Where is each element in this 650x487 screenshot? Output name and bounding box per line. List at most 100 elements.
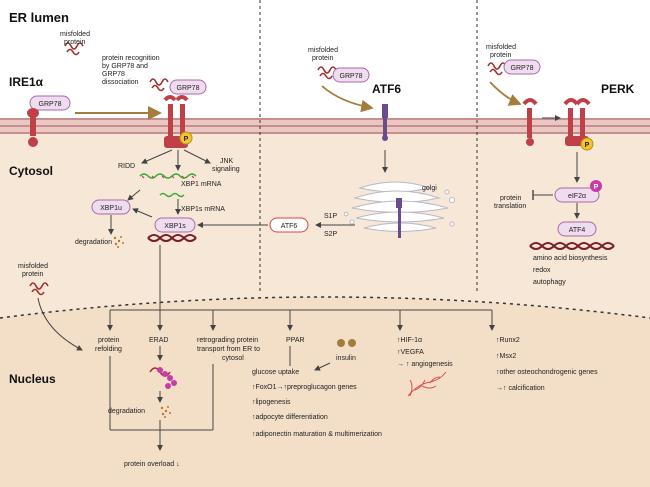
insulin-label: insulin <box>336 355 356 362</box>
xbp1s-mrna-label: XBP1s mRNA <box>181 206 225 213</box>
s1p-label: S1P <box>324 213 338 220</box>
retrograding-label-2: transport from ER to <box>197 346 260 353</box>
xbp1s-mrna-strand <box>159 192 185 198</box>
protein-translation-label-2: translation <box>494 203 526 210</box>
perk-phospho-text: P <box>585 142 590 149</box>
xbp1-mrna-marks <box>141 175 195 179</box>
erad-degradation-label: degradation <box>108 408 145 415</box>
atf6-grp78-text: GRP78 <box>340 73 363 80</box>
nucleus-misfolded-label-2: protein <box>22 271 44 278</box>
atf6-misfolded-protein-icon <box>317 66 337 80</box>
xbp1s-xbp1u-arrow <box>132 208 153 218</box>
erad-degradation-dots-icon <box>160 406 171 418</box>
misfolded-protein-icon <box>64 42 84 56</box>
header-atf6: ATF6 <box>372 82 401 96</box>
hif-label-1: ↑HIF-1α <box>397 337 422 344</box>
xbp1s-text: XBP1s <box>164 223 186 230</box>
ppar-effect-4: ↑adiponectin maturation & multimerizatio… <box>252 431 382 438</box>
s2p-label: S2P <box>324 231 338 238</box>
xbp1u-text: XBP1u <box>100 205 122 212</box>
perk-dimer-receptor <box>563 98 591 146</box>
refolding-label-1: protein <box>98 337 120 344</box>
perk-output-2: redox <box>533 267 551 274</box>
atf4-dna-icon <box>529 242 615 250</box>
xbp1-mrna-label: XBP1 mRNA <box>181 181 222 188</box>
perk-grp78-text: GRP78 <box>511 65 534 72</box>
ire1-grp78-pill-top <box>169 79 207 95</box>
perk-output-3: autophagy <box>533 279 566 286</box>
atf6-receptor <box>382 104 388 141</box>
er-membrane <box>0 118 650 134</box>
atf6-cleaved-text: ATF6 <box>281 223 298 230</box>
ridd-label: RIDD <box>118 163 135 170</box>
nucleus-misfolded-protein-icon <box>29 282 49 296</box>
misfolded-refolding-arrow <box>37 297 83 351</box>
ire1-receptor-left <box>27 108 39 147</box>
perk-misfolded-label-2: protein <box>490 52 512 59</box>
perk-misfolded-protein-icon <box>487 62 507 76</box>
xbp1u-pill <box>91 199 131 215</box>
jnk-label-2: signaling <box>212 166 240 173</box>
runx-label-4: →↑ calcification <box>496 385 545 392</box>
ire1-phospho-badge <box>179 131 193 145</box>
hif-label-3: → ↑ angiogenesis <box>397 361 453 368</box>
xbp1-mrna-strand <box>139 173 197 179</box>
overload-label: protein overload ↓ <box>124 461 180 468</box>
erad-label: ERAD <box>149 337 168 344</box>
eif2a-text: eIF2α <box>568 193 586 200</box>
degradation-dots-icon <box>113 236 124 248</box>
atf6-cleaved-pill <box>269 217 309 233</box>
perk-grp78-arrow <box>489 81 522 106</box>
ire1-grp78-text-top: GRP78 <box>177 85 200 92</box>
atf4-pill <box>557 221 597 237</box>
xbp1s-pill <box>154 217 196 233</box>
perk-phospho-badge <box>580 137 594 151</box>
golgi-label: golgi <box>422 185 437 192</box>
eif2a-phospho-badge <box>590 180 602 192</box>
nuclear-envelope <box>0 296 650 319</box>
recognition-label-1: protein recognition <box>102 55 160 62</box>
recognition-label-2: by GRP78 and <box>102 63 148 70</box>
ppar-effect-1: ↑FoxO1→↑preproglucagon genes <box>252 384 357 391</box>
blood-vessel-icon <box>407 371 447 397</box>
hif-label-2: ↑VEGFA <box>397 349 424 356</box>
ppar-effect-3: ↑adpocyte differentiation <box>252 414 328 421</box>
ire1-misfolded-label-2: protein <box>64 39 86 46</box>
atf6-misfolded-label-2: protein <box>312 55 334 62</box>
runx-label-2: ↑Msx2 <box>496 353 516 360</box>
protein-translation-label-1: protein <box>500 195 522 202</box>
golgi-atf6-protein <box>396 198 402 238</box>
perk-grp78-pill <box>503 59 541 75</box>
runx-label-3: ↑other osteochondrogenic genes <box>496 369 598 376</box>
perk-receptor-left <box>522 98 538 146</box>
ridd-arrow <box>141 149 173 164</box>
xbp1u-degradation-label: degradation <box>75 239 112 246</box>
ire1-bound-protein-icon <box>149 78 169 92</box>
nucleus-region <box>0 297 650 487</box>
recognition-label-4: dissociation <box>102 79 139 86</box>
header-perk: PERK <box>601 82 635 96</box>
header-nucleus: Nucleus <box>9 372 56 386</box>
jnk-arrow <box>183 149 211 164</box>
retrograding-label-1: retrograding protein <box>197 337 258 344</box>
jnk-label-1: JNK <box>220 158 234 165</box>
eif2a-pill <box>554 187 600 203</box>
ppar-effect-2: ↑lipogenesis <box>252 399 291 406</box>
perk-misfolded-label-1: misfolded <box>486 44 516 51</box>
retrograding-label-3: cytosol <box>222 355 244 362</box>
atf4-text: ATF4 <box>569 227 586 234</box>
perk-output-1: amino acid biosynthesis <box>533 255 608 262</box>
ire1-grp78-text-left: GRP78 <box>39 101 62 108</box>
eif2a-phospho-text: P <box>594 184 599 191</box>
recognition-label-3: GRP78 <box>102 71 125 78</box>
xbp1s-dna-icon <box>147 234 197 242</box>
erad-protein-chain-icon <box>149 367 177 389</box>
atf6-grp78-arrow <box>321 85 374 113</box>
ire1-grp78-pill-left <box>29 95 71 111</box>
atf6-misfolded-label-1: misfolded <box>308 47 338 54</box>
glucose-uptake-label: glucose uptake <box>252 369 299 376</box>
runx-label-1: ↑Runx2 <box>496 337 520 344</box>
xbp1u-arrow <box>127 189 141 201</box>
